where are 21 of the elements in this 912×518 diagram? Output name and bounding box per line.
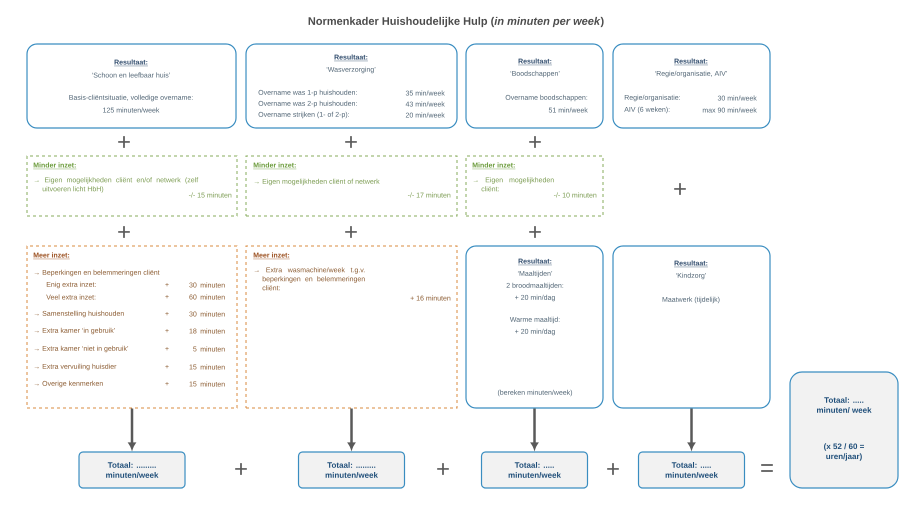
title: Normenkader Huishoudelijke Hulp (in minuten per week)	[308, 16, 604, 28]
operator-sign: +	[345, 226, 357, 238]
arrow	[348, 408, 356, 450]
operator-sign: +	[118, 226, 130, 238]
operator-sign: +	[607, 463, 619, 475]
operator-sign: +	[118, 136, 130, 148]
operator-sign: +	[674, 183, 686, 195]
arrow	[530, 408, 538, 450]
total-box: Totaal: ..... minuten/week	[480, 451, 588, 489]
operator-sign: +	[437, 463, 449, 475]
operator-sign: +	[529, 136, 541, 148]
arrow	[688, 408, 696, 450]
operator-sign: +	[529, 226, 541, 238]
operator-sign: =	[761, 464, 773, 472]
total-box: Totaal: ..... minuten/week	[638, 451, 746, 489]
operator-sign: +	[345, 136, 357, 148]
total-box: Totaal: ......... minuten/week	[298, 451, 406, 489]
grand-total-box: Totaal: ..... minuten/ week (x 52 / 60 = uren/jaar)	[789, 371, 899, 489]
operator-sign: +	[235, 463, 247, 475]
arrow	[128, 408, 136, 450]
total-box: Totaal: ......... minuten/week	[78, 451, 186, 489]
